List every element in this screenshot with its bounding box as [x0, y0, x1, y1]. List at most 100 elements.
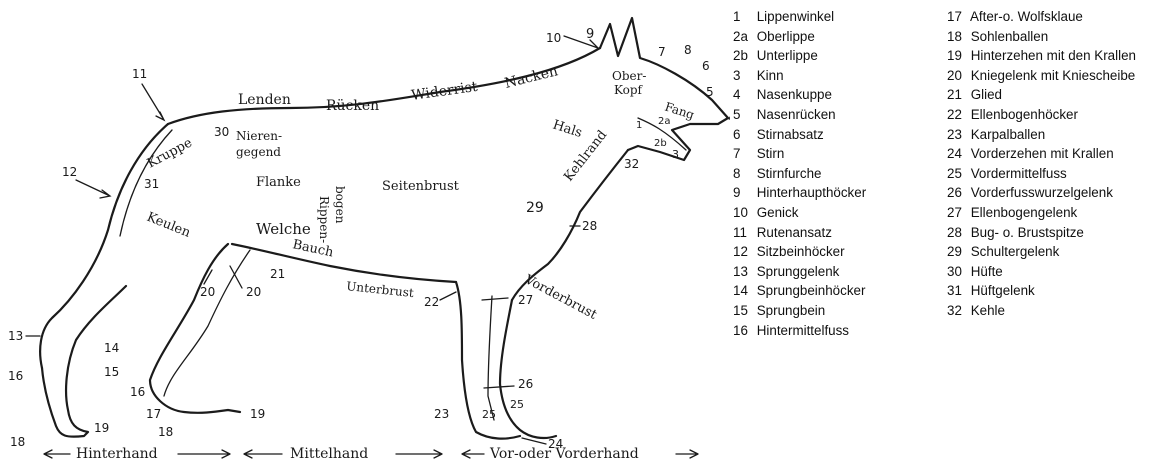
legend-label: Vorderfusswurzelgelenk [971, 185, 1113, 200]
num-30: 30 [214, 125, 229, 139]
legend-label: Sprunggelenk [757, 264, 840, 279]
legend-label: After-o. Wolfsklaue [970, 9, 1083, 24]
num-18b: 18 [158, 425, 173, 439]
back-line [168, 48, 600, 124]
legend-label: Ellenbogenhöcker [971, 107, 1078, 122]
region-flanke: Flanke [256, 175, 301, 190]
section-hinterhand: Hinterhand [76, 446, 158, 462]
legend-item: 13 Sprunggelenk [733, 262, 866, 282]
arrow-20b [230, 266, 242, 288]
legend-label: Hinterhaupthöcker [757, 185, 866, 200]
legend-number: 2a [733, 27, 753, 47]
legend-item: 28 Bug- o. Brustspitze [947, 223, 1136, 243]
legend-label: Stirnfurche [757, 166, 822, 181]
arrow-11 [142, 84, 164, 120]
legend-item: 32 Kehle [947, 301, 1136, 321]
num-23: 23 [434, 407, 449, 421]
region-labels: Ober- Kopf Fang Hals Nacken Widerrist Rü… [145, 63, 697, 323]
num-14: 14 [104, 341, 119, 355]
legend-number: 32 [947, 301, 967, 321]
legend-label: Kehle [971, 303, 1005, 318]
legend-label: Genick [757, 205, 799, 220]
legend-label: Karpalballen [971, 127, 1045, 142]
legend-label: Lippenwinkel [757, 9, 834, 24]
legend-number: 9 [733, 183, 753, 203]
region-nacken: Nacken [503, 63, 559, 92]
region-nierengegend-1: Nieren- [236, 129, 282, 143]
hind-leg-rear [42, 286, 126, 437]
legend-number: 3 [733, 66, 753, 86]
legend-label: Unterlippe [757, 48, 818, 63]
legend-label: Sprungbeinhöcker [757, 283, 866, 298]
legend-label: Hüftgelenk [971, 283, 1035, 298]
num-21: 21 [270, 267, 285, 281]
legend-number: 11 [733, 223, 753, 243]
legend-number: 13 [733, 262, 753, 282]
legend-item: 11 Rutenansatz [733, 223, 866, 243]
region-unterbrust: Unterbrust [346, 279, 415, 300]
belly-line [232, 244, 456, 282]
region-oberkopf-1: Ober- [612, 69, 646, 83]
num-13: 13 [8, 329, 23, 343]
legend-label: Schultergelenk [971, 244, 1060, 259]
legend-item: 2b Unterlippe [733, 46, 866, 66]
legend-label: Kniegelenk mit Kniescheibe [971, 68, 1136, 83]
num-27: 27 [518, 293, 533, 307]
num-15: 15 [104, 365, 119, 379]
arrow-12 [76, 180, 110, 198]
legend-item: 9 Hinterhaupthöcker [733, 183, 866, 203]
region-lenden: Lenden [238, 92, 291, 108]
legend-label: Stirnabsatz [757, 127, 824, 142]
legend-item: 8 Stirnfurche [733, 164, 866, 184]
legend-label: Bug- o. Brustspitze [971, 225, 1084, 240]
legend-label: Vorderzehen mit Krallen [971, 146, 1114, 161]
legend-item: 15 Sprungbein [733, 301, 866, 321]
legend-item: 22 Ellenbogenhöcker [947, 105, 1136, 125]
num-20b: 20 [246, 285, 261, 299]
legend-label: Oberlippe [757, 29, 815, 44]
front-leg-inner [488, 296, 494, 420]
num-10: 10 [546, 31, 561, 45]
legend-label: Rutenansatz [757, 225, 832, 240]
num-5: 5 [706, 85, 714, 99]
legend-number: 10 [733, 203, 753, 223]
legend-item: 4 Nasenkuppe [733, 85, 866, 105]
num-2a: 2a [658, 116, 671, 127]
num-3: 3 [672, 148, 679, 161]
num-2b: 2b [654, 138, 667, 149]
legend-item: 24 Vorderzehen mit Krallen [947, 144, 1136, 164]
legend-item: 10 Genick [733, 203, 866, 223]
legend-item: 7 Stirn [733, 144, 866, 164]
legend-item: 31 Hüftgelenk [947, 281, 1136, 301]
legend-item: 17 After-o. Wolfsklaue [947, 7, 1136, 27]
num-11: 11 [132, 67, 147, 81]
num-20a: 20 [200, 285, 215, 299]
legend-number: 22 [947, 105, 967, 125]
legend-number: 31 [947, 281, 967, 301]
legend-number: 17 [947, 7, 967, 27]
legend-number: 20 [947, 66, 967, 86]
legend-number: 29 [947, 242, 967, 262]
legend-number: 12 [733, 242, 753, 262]
region-hals: Hals [551, 118, 584, 142]
legend-item: 16 Hintermittelfuss [733, 321, 866, 341]
legend-number: 15 [733, 301, 753, 321]
legend-item: 1 Lippenwinkel [733, 7, 866, 27]
num-4: 4 [728, 111, 730, 126]
num-7: 7 [658, 45, 666, 59]
legend-number: 26 [947, 183, 967, 203]
legend-item: 2a Oberlippe [733, 27, 866, 47]
legend-item: 29 Schultergelenk [947, 242, 1136, 262]
num-22: 22 [424, 295, 439, 309]
num-16b: 16 [130, 385, 145, 399]
legend-label: Hinterzehen mit den Krallen [971, 48, 1136, 63]
legend-label: Sitzbeinhöcker [757, 244, 845, 259]
legend-item: 14 Sprungbeinhöcker [733, 281, 866, 301]
num-25b: 25 [510, 398, 524, 411]
legend-label: Hintermittelfuss [757, 323, 849, 338]
legend-item: 27 Ellenbogengelenk [947, 203, 1136, 223]
legend-number: 28 [947, 223, 967, 243]
legend-label: Glied [971, 87, 1002, 102]
legend-number: 24 [947, 144, 967, 164]
